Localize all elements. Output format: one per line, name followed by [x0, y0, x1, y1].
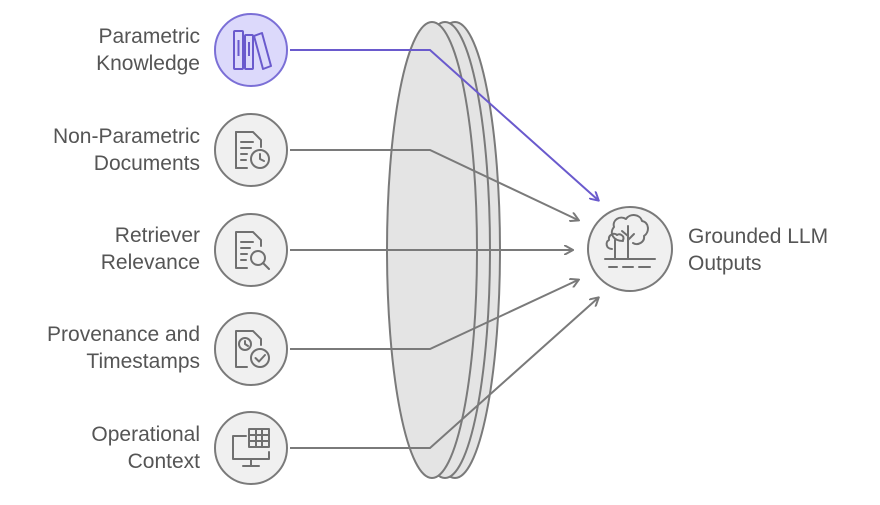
input-node-parametric — [214, 13, 288, 87]
document-clock-icon — [235, 131, 270, 169]
label-line: Documents — [93, 152, 200, 175]
connector-operational — [290, 298, 598, 449]
connector-lines — [290, 49, 598, 449]
monitor-spreadsheet-icon — [232, 428, 270, 467]
input-node-non-parametric — [214, 113, 288, 187]
label-line: Context — [127, 450, 200, 473]
input-node-provenance — [214, 312, 288, 386]
label-parametric-knowledge: Parametric Knowledge — [10, 23, 200, 77]
trees-landscape-icon — [604, 214, 656, 268]
label-retriever-relevance: Retriever Relevance — [10, 222, 200, 276]
label-line: Parametric — [98, 25, 200, 48]
label-operational-context: Operational Context — [10, 421, 200, 475]
connector-non-parametric — [290, 149, 578, 220]
label-line: Knowledge — [96, 52, 200, 75]
label-line: Operational — [91, 423, 200, 446]
label-line: Non-Parametric — [52, 125, 200, 148]
books-icon — [233, 30, 272, 70]
document-clock-check-icon — [235, 330, 270, 368]
input-node-retriever — [214, 213, 288, 287]
output-node — [587, 206, 673, 292]
connector-parametric — [290, 49, 598, 200]
input-node-operational — [214, 411, 288, 485]
label-provenance-timestamps: Provenance and Timestamps — [10, 321, 200, 375]
label-line: Grounded LLM — [688, 225, 829, 248]
label-line: Provenance and — [47, 323, 200, 346]
label-line: Timestamps — [86, 350, 200, 373]
label-line: Relevance — [100, 251, 200, 274]
label-line: Outputs — [688, 252, 762, 275]
label-line: Retriever — [114, 224, 200, 247]
document-search-icon — [235, 231, 270, 270]
label-non-parametric-documents: Non-Parametric Documents — [10, 123, 200, 177]
label-grounded-llm-outputs: Grounded LLM Outputs — [688, 223, 878, 277]
connector-provenance — [290, 280, 578, 350]
